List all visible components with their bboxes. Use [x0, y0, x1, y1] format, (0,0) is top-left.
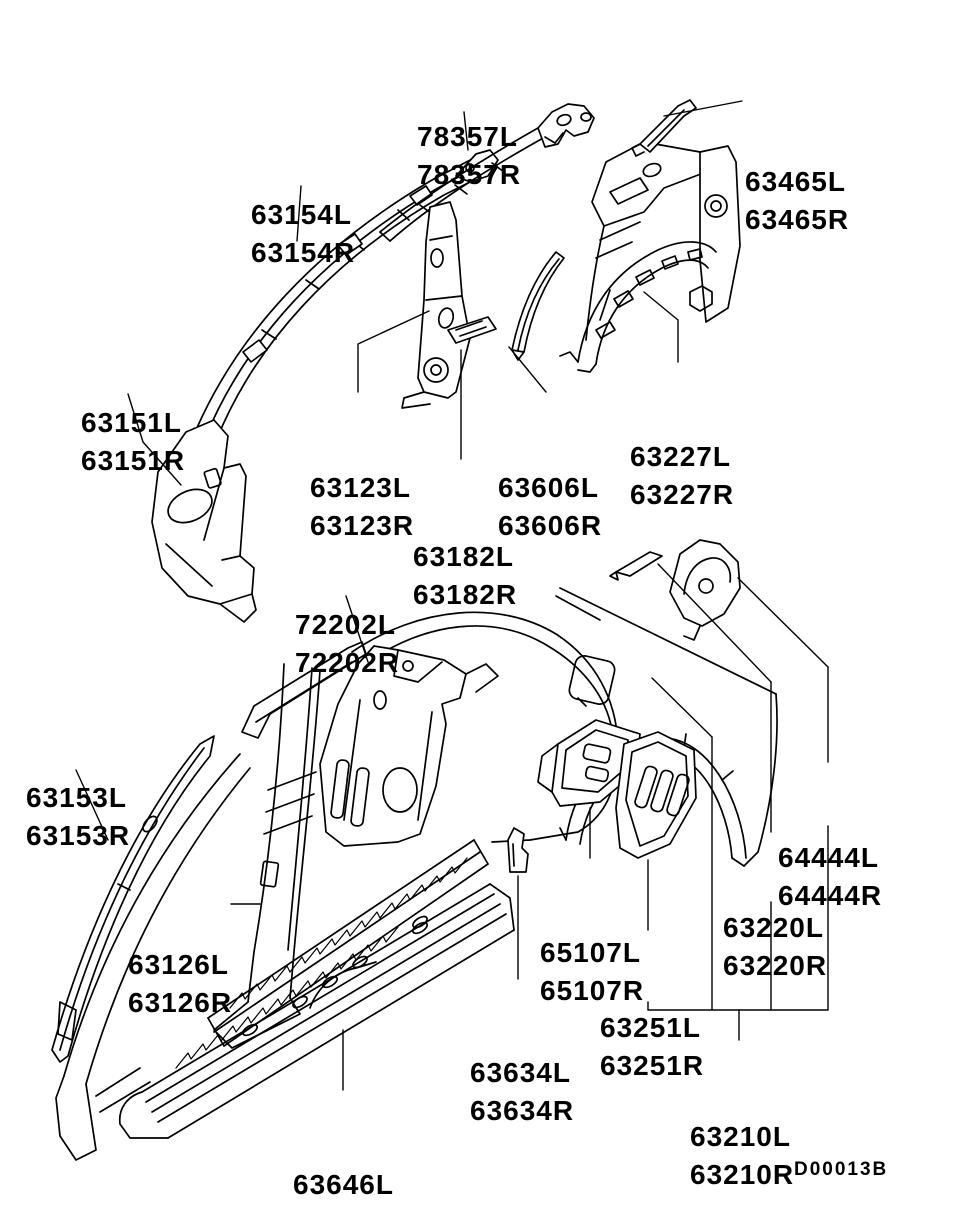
- part-drawing-64444-bracket: [669, 539, 741, 641]
- part-drawing-72202-pillar-reinforcement: [319, 645, 499, 847]
- part-drawing-63182-bracket: [447, 316, 497, 344]
- part-drawing-quarter-rail-sliver: [609, 551, 663, 581]
- leader-lines-bottom: [75, 563, 829, 1091]
- drawing-code: D00013B: [794, 1159, 889, 1180]
- part-drawing-63606-quarter-inner-strip: [511, 251, 565, 361]
- leader-lines-top: [127, 100, 743, 486]
- part-drawing-63151-front-pillar-inner: [151, 419, 257, 623]
- part-drawing-78357-roof-rail-inner: [379, 103, 595, 242]
- part-label-63646: 63646L63646R: [293, 1169, 396, 1210]
- part-drawing-63251-panel: [615, 731, 697, 859]
- part-drawing-63634-bracket: [507, 827, 529, 873]
- part-drawing-63123-center-pillar-inner: [401, 201, 471, 409]
- part-drawing-63646-sill-outer: [118, 883, 515, 1139]
- part-drawing-63227-wheelhouse-inner: [559, 141, 741, 373]
- part-drawing-63153-front-pillar-brace: [51, 735, 215, 1063]
